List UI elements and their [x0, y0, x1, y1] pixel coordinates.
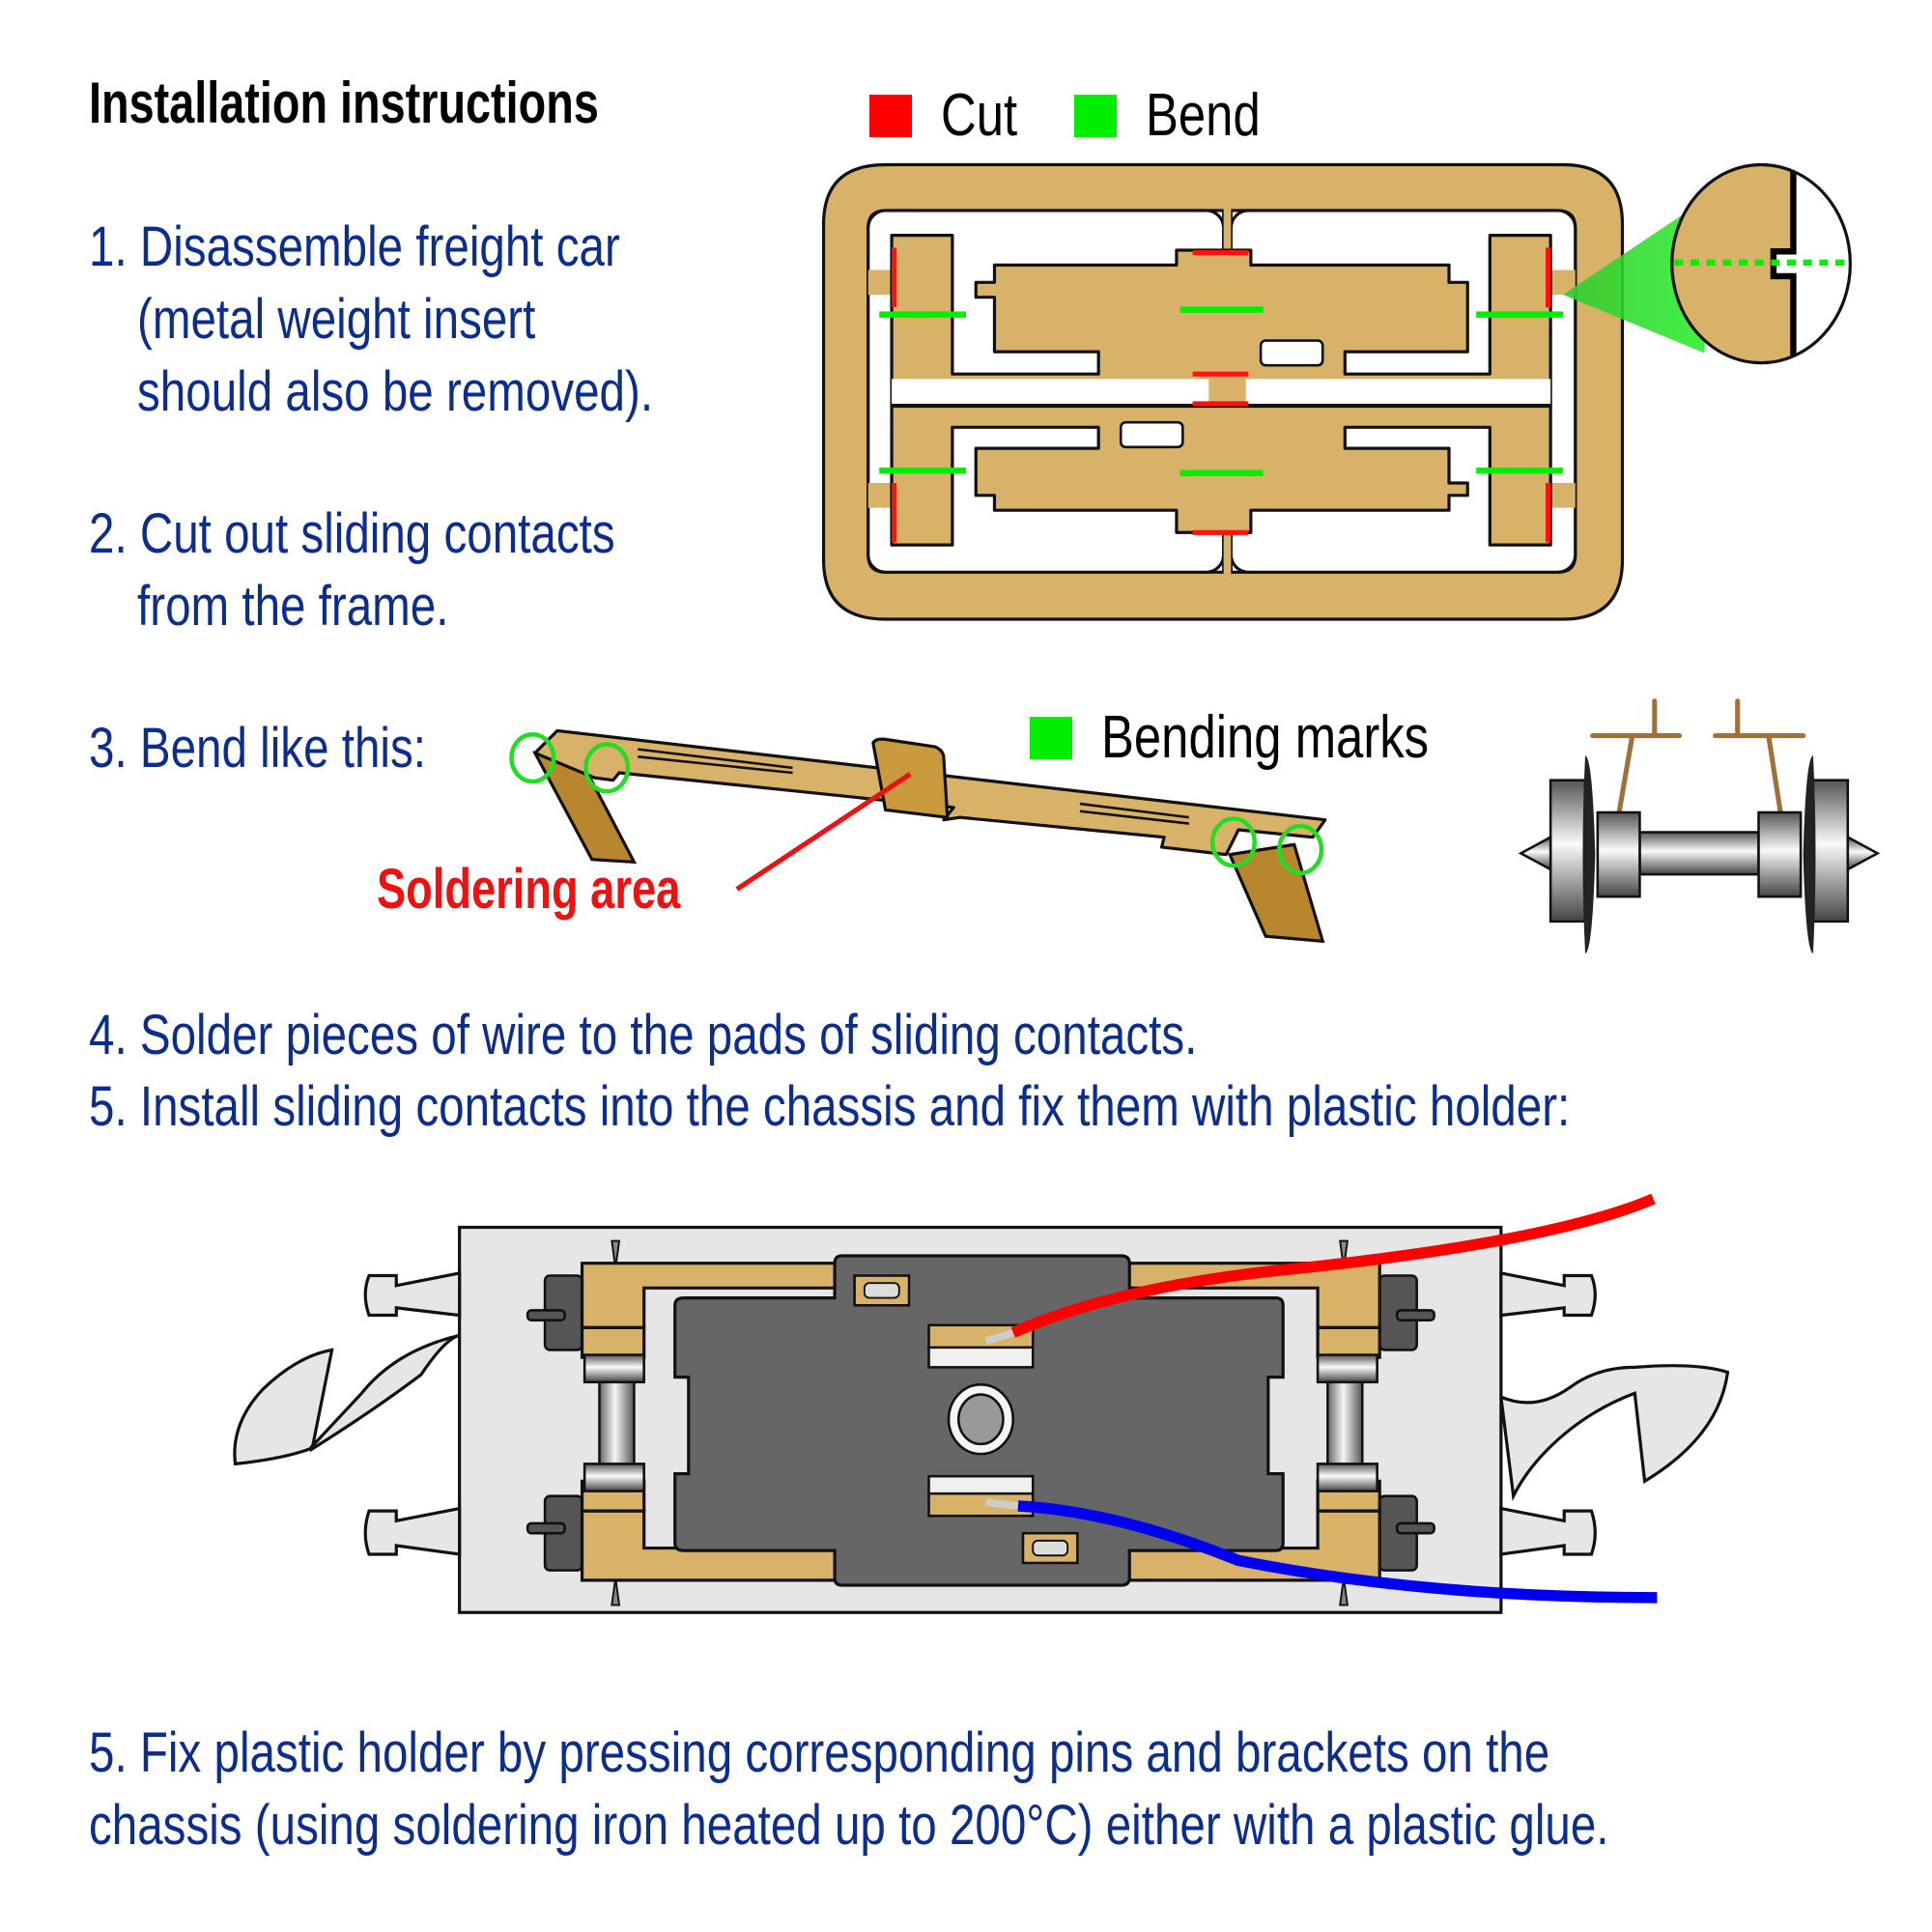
step-2-line-2: from the frame.: [137, 575, 449, 638]
step-1: 1. Disassemble freight car (metal weight…: [89, 211, 653, 428]
step-4: 4. Solder pieces of wire to the pads of …: [89, 999, 1197, 1071]
soldering-area-pointer: [735, 772, 912, 892]
chassis-assembly-diagram: [233, 1193, 1730, 1614]
legend-bending-marks: Bending marks: [1030, 703, 1501, 772]
contact-fret-diagram: [821, 162, 1852, 621]
step-3-line-1: 3. Bend like this:: [89, 717, 426, 780]
bending-marks-swatch: [1030, 716, 1072, 759]
step-5-line-1: 5. Install sliding contacts into the cha…: [89, 1075, 1571, 1138]
step-6: 5. Fix plastic holder by pressing corres…: [89, 1717, 1609, 1861]
bending-marks-label: Bending marks: [1101, 704, 1430, 771]
right-coupler: [1498, 1364, 1730, 1502]
bend-label: Bend: [1146, 82, 1261, 149]
bending-mark-circles: [509, 732, 1324, 876]
wheelset-diagram: [1518, 698, 1881, 954]
bent-contact-diagram: [509, 728, 1327, 944]
step-1-line-2: (metal weight insert: [137, 288, 536, 351]
step-3: 3. Bend like this:: [89, 712, 426, 784]
step-2-line-1: 2. Cut out sliding contacts: [89, 502, 615, 565]
soldering-area-label: Soldering area: [377, 858, 681, 921]
legend-cut-bend: Cut Bend: [869, 81, 1286, 150]
step-1-line-3: should also be removed).: [137, 360, 654, 423]
red-wire: [1010, 1193, 1656, 1338]
step-5: 5. Install sliding contacts into the cha…: [89, 1070, 1570, 1143]
blue-wire: [1017, 1500, 1658, 1604]
step-1-line-1: 1. Disassemble freight car: [89, 215, 620, 278]
step-6-line-2: chassis (using soldering iron heated up …: [89, 1794, 1609, 1857]
step-6-line-1: 5. Fix plastic holder by pressing corres…: [89, 1721, 1550, 1784]
bend-swatch: [1074, 94, 1117, 137]
step-2: 2. Cut out sliding contacts from the fra…: [89, 497, 615, 642]
cut-label: Cut: [941, 82, 1018, 149]
cut-swatch: [869, 94, 912, 137]
left-coupler: [233, 1333, 462, 1466]
upper-contact-part: [890, 233, 1552, 409]
page-title: Installation instructions: [89, 71, 599, 135]
cut-marks: [892, 247, 1551, 543]
bend-marks: [879, 306, 1563, 476]
step-4-line-1: 4. Solder pieces of wire to the pads of …: [89, 1004, 1198, 1066]
bend-detail-magnifier: [1562, 162, 1852, 365]
